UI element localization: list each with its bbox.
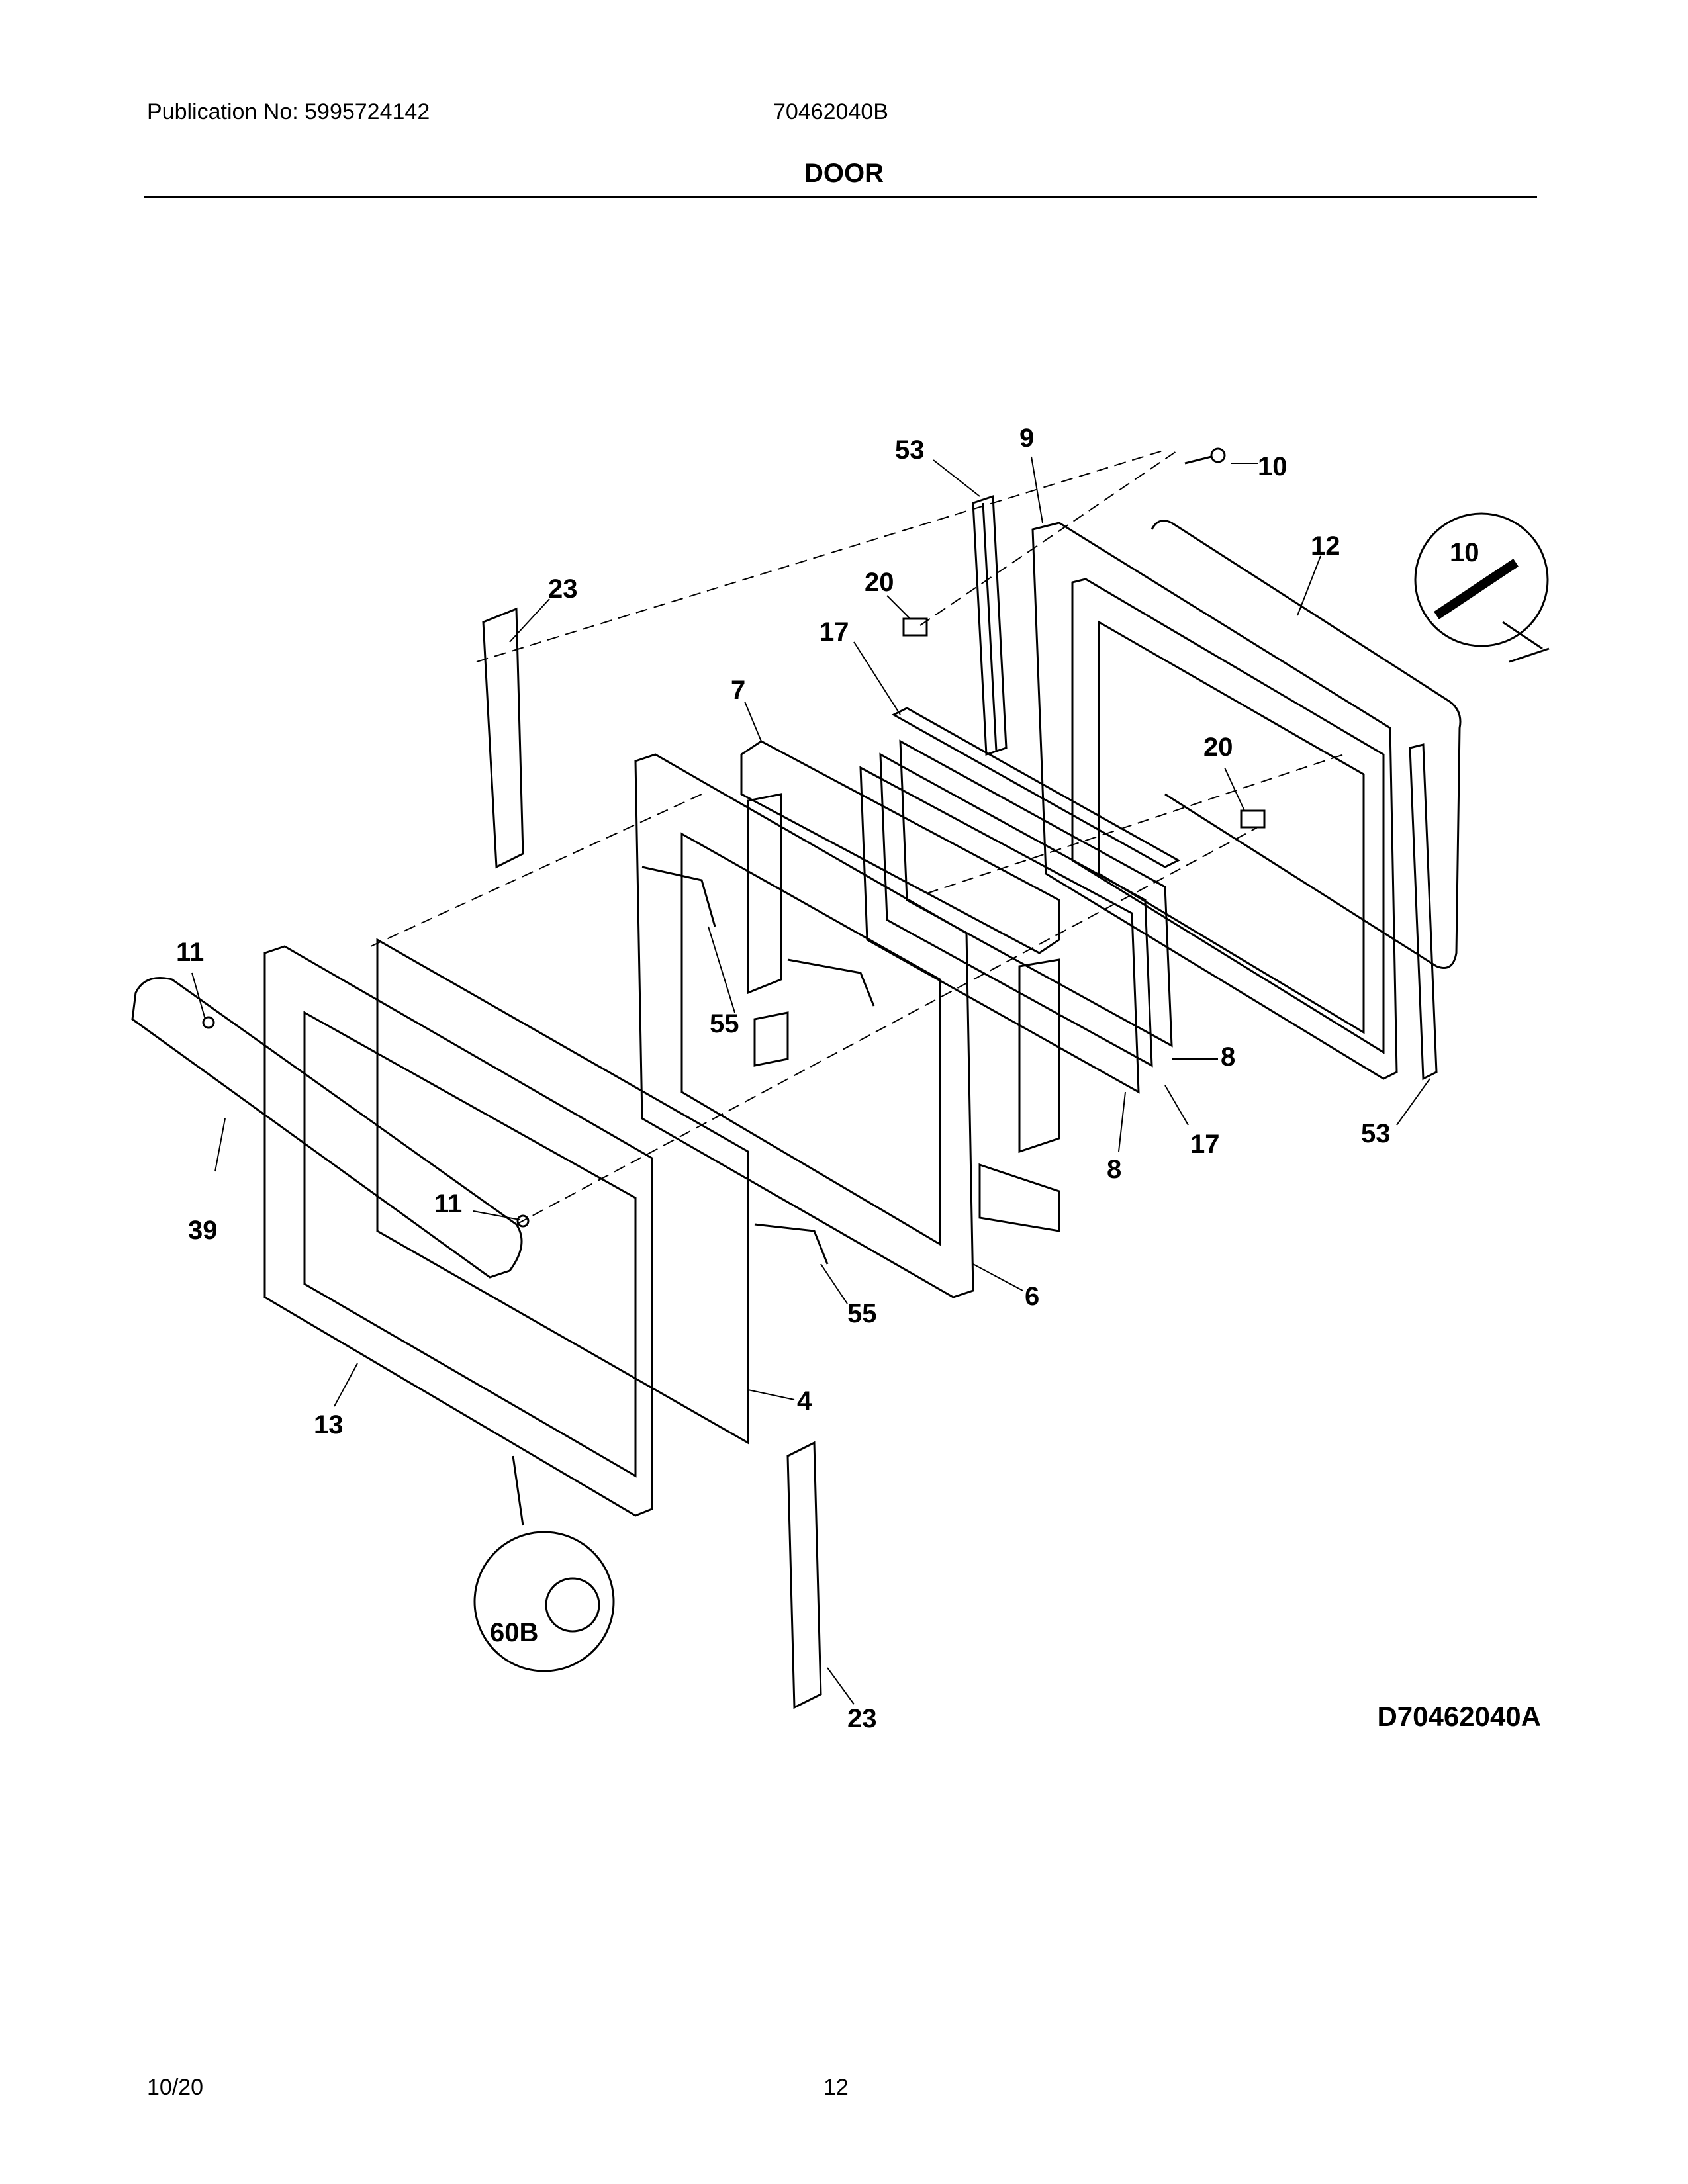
model-number: 70462040B [773,99,888,124]
callout-53-top: 53 [895,435,925,465]
callout-55-bottom: 55 [847,1299,877,1328]
part-55-brackets [641,866,875,1265]
part-20-clip-top [902,617,928,637]
callout-20-top: 20 [865,568,894,597]
part-23-hinge-bottom [786,1441,822,1709]
callout-20-right: 20 [1203,733,1233,762]
footer-date: 10/20 [147,2075,204,2100]
callout-10-detail: 10 [1450,538,1479,567]
header-rule [144,196,1537,198]
drawing-number: D70462040A [1377,1701,1541,1732]
part-9-inner-panel [1031,522,1398,1080]
callout-10-top: 10 [1258,452,1288,481]
part-39-handle [131,977,523,1279]
part-17-glass-channel [891,707,1181,868]
part-11-screw-left [202,1016,215,1029]
callout-39: 39 [188,1216,218,1245]
callout-11-mid: 11 [434,1189,462,1218]
callout-8-right: 8 [1221,1042,1235,1071]
part-8-glass-panels [859,739,1173,1094]
detail-circle-60b [473,1455,615,1672]
part-4-panel [376,938,749,1445]
part-23-hinge-top [482,607,524,869]
callout-12: 12 [1311,531,1340,561]
callout-4: 4 [797,1387,812,1416]
part-12-gasket [1150,520,1462,969]
callout-9: 9 [1019,424,1034,453]
page-number: 12 [823,2075,849,2100]
callout-8-bottom: 8 [1107,1155,1121,1184]
assembly-guide-lines [370,449,1344,1225]
part-11-screw-mid [516,1214,530,1228]
part-13-outer-door [263,945,653,1517]
part-7-insulation [740,740,1060,1232]
publication-number: Publication No: 5995724142 [147,99,430,124]
callout-60b: 60B [490,1618,538,1647]
callout-11-left: 11 [176,938,204,967]
part-20-clip-right [1240,809,1266,829]
callout-55-mid: 55 [710,1009,739,1038]
callout-13: 13 [314,1410,344,1439]
part-53-bottom-strip [1409,743,1438,1081]
part-10-screw [1184,447,1226,465]
callout-23-bottom: 23 [847,1704,877,1733]
callout-6: 6 [1025,1282,1039,1311]
callout-17-bottom: 17 [1190,1130,1220,1159]
callout-23-top: 23 [548,574,578,604]
part-6-door-liner [634,753,974,1298]
section-title: DOOR [804,159,884,188]
callout-labels: 53 9 10 12 10 23 20 17 7 20 11 55 39 11 … [176,424,1479,1733]
callout-7: 7 [731,676,745,705]
callout-53-bottom: 53 [1361,1119,1391,1148]
leader-lines [191,456,1430,1705]
part-53-top-strip [972,494,1008,756]
callout-17-top: 17 [820,617,849,647]
detail-circle-10 [1414,512,1550,663]
